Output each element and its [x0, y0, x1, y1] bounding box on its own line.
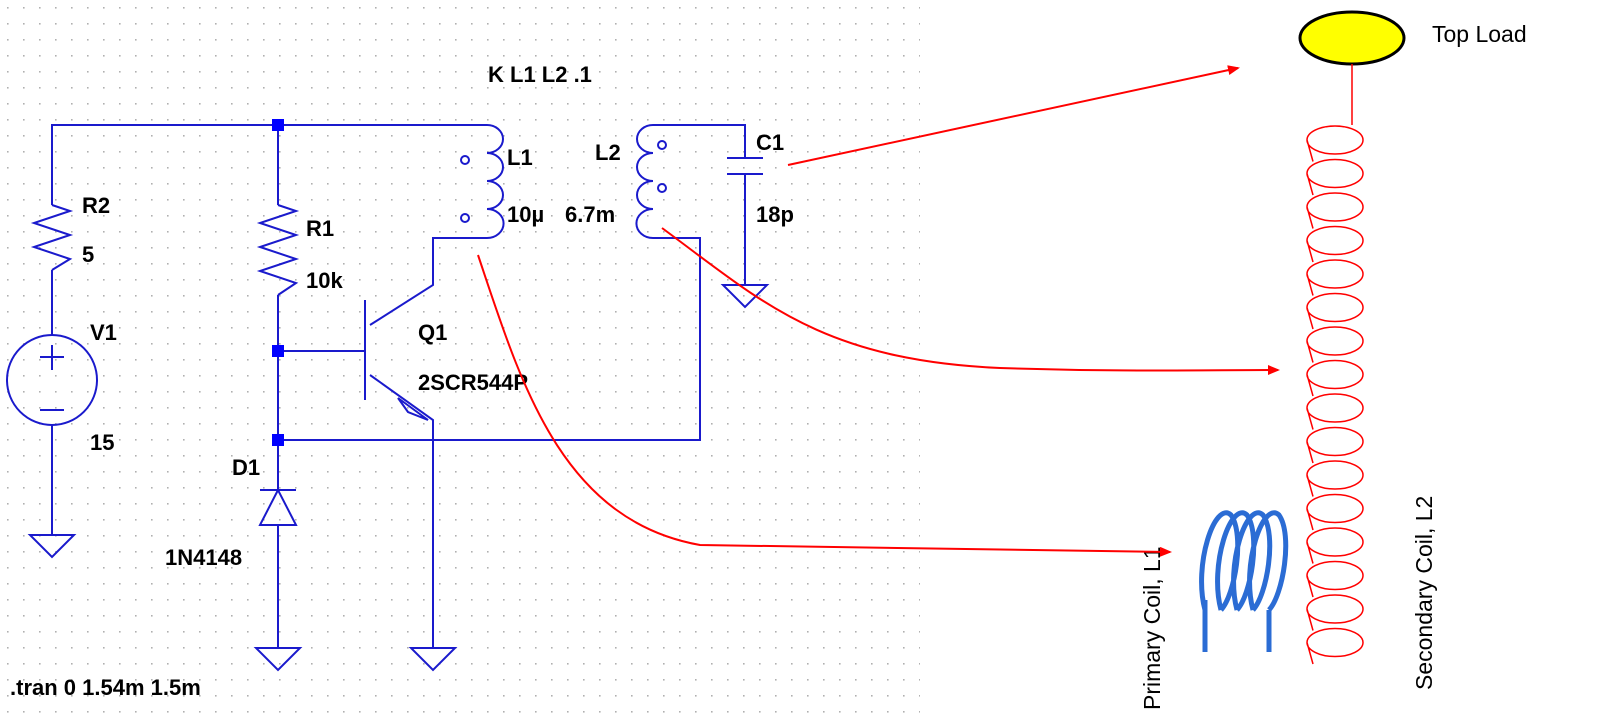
l2-name: L2: [595, 140, 621, 165]
r2-value: 5: [82, 242, 94, 267]
c1-name: C1: [756, 130, 784, 155]
arrow-l1-to-primary-coil: [477, 254, 1172, 557]
r1-name: R1: [306, 216, 334, 241]
resistor-r2[interactable]: R2 5: [30, 193, 110, 271]
q1-name: Q1: [418, 320, 447, 345]
v1-name: V1: [90, 320, 117, 345]
tran-directive[interactable]: .tran 0 1.54m 1.5m: [10, 675, 201, 700]
junction-dot: [272, 434, 284, 446]
inductor-l2[interactable]: L2 6.7m: [565, 124, 667, 239]
annotation-arrows: [477, 65, 1280, 557]
junction-dot: [272, 345, 284, 357]
junction-dot: [272, 119, 284, 131]
grid-background: [0, 0, 920, 719]
d1-name: D1: [232, 455, 260, 480]
voltage-source-v1[interactable]: V1 15: [6, 320, 117, 455]
l1-name: L1: [507, 145, 533, 170]
inductor-l1[interactable]: L1 10µ: [460, 124, 544, 239]
q1-value: 2SCR544P: [418, 370, 528, 395]
secondary-coil-illustration: Secondary Coil, L2: [1306, 125, 1437, 690]
primary-coil-illustration: Primary Coil, L1: [1139, 510, 1289, 710]
ground-icon: [253, 647, 303, 672]
c1-value: 18p: [756, 202, 794, 227]
l1-value: 10µ: [507, 202, 544, 227]
top-load: Top Load: [1298, 10, 1527, 125]
diode-d1[interactable]: D1 1N4148: [165, 455, 298, 570]
transistor-q1[interactable]: Q1 2SCR544P: [360, 300, 528, 421]
capacitor-c1[interactable]: C1 18p: [727, 130, 794, 227]
coupling-directive[interactable]: K L1 L2 .1: [488, 62, 592, 87]
primary-coil-label: Primary Coil, L1: [1139, 546, 1165, 710]
r1-value: 10k: [306, 268, 343, 293]
v1-value: 15: [90, 430, 114, 455]
d1-value: 1N4148: [165, 545, 242, 570]
r2-name: R2: [82, 193, 110, 218]
junctions: [272, 119, 284, 446]
secondary-coil-label: Secondary Coil, L2: [1411, 496, 1437, 690]
top-load-label: Top Load: [1432, 21, 1527, 47]
ground-icon: [27, 534, 77, 559]
ground-icon: [408, 647, 458, 672]
arrow-c1-to-top-load: [787, 65, 1240, 166]
resistor-r1[interactable]: R1 10k: [256, 204, 343, 296]
l2-value: 6.7m: [565, 202, 615, 227]
arrow-l2-to-secondary-coil: [661, 227, 1280, 376]
